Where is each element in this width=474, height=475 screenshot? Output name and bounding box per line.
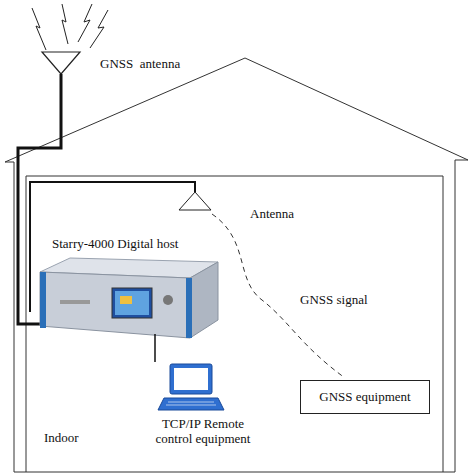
digital-host-device [40,258,218,338]
laptop-symbol [158,364,224,410]
box-text: GNSS equipment [319,389,410,405]
text-label: Indoor [44,430,124,445]
text-label: TCP/IP Remote control equipment [148,416,258,446]
gnss-antenna-symbol [42,52,80,74]
text-label: GNSS signal [300,292,410,307]
house-outline [5,58,468,472]
signal-bolts [32,4,108,50]
indoor-antenna-symbol [179,192,211,210]
equipment-box: GNSS equipment [300,380,430,414]
text-label: Starry-4000 Digital host [52,236,252,251]
control-cable [154,334,156,362]
text-label: GNSS antenna [100,56,240,71]
text-label: Antenna [250,206,350,221]
